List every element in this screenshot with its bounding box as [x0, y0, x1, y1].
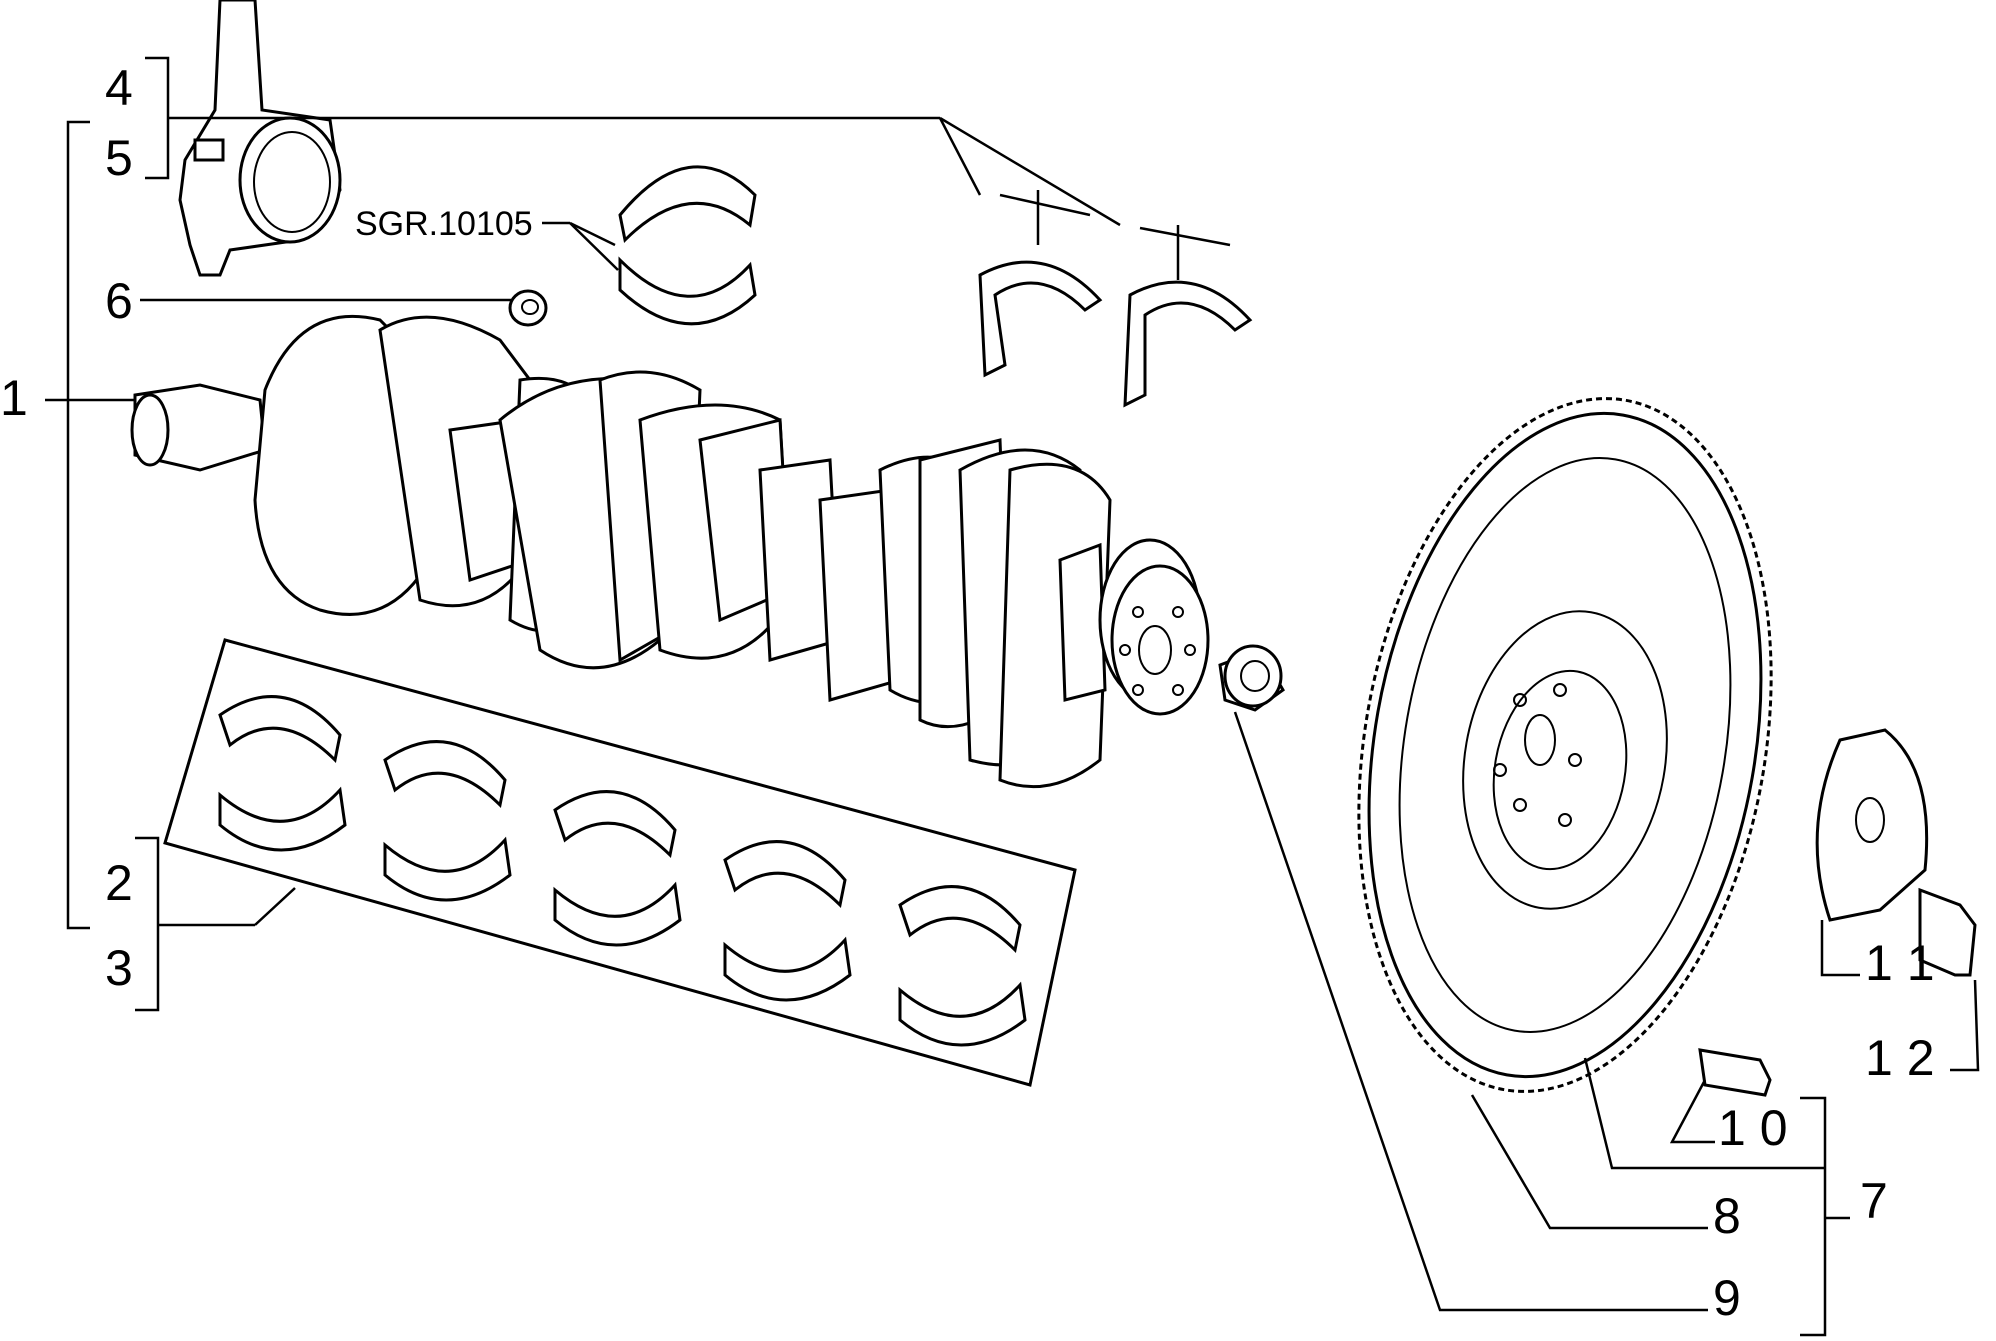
flywheel [1357, 397, 1773, 1093]
spigot-bearing-9 [1218, 644, 1285, 712]
tool-reference: SGR.10105 [355, 205, 533, 243]
flywheel-bolt-12 [1918, 887, 1977, 977]
main-bearing-shells-set [163, 638, 1077, 1087]
pilot-bush-6 [508, 289, 548, 327]
label-11: 1 1 [1865, 935, 1935, 991]
dowel-pin-10 [1698, 1048, 1772, 1097]
leader-lines [45, 56, 1980, 1337]
thrust-washers [978, 190, 1253, 408]
label-5: 5 [105, 130, 133, 186]
conrod-bearing-shells [618, 165, 757, 326]
label-8: 8 [1713, 1188, 1741, 1244]
label-7: 7 [1860, 1173, 1888, 1229]
label-1: 1 [0, 370, 28, 426]
label-4: 4 [105, 60, 133, 116]
connecting-rod [178, 0, 342, 277]
label-3: 3 [105, 940, 133, 996]
label-9: 9 [1713, 1270, 1741, 1326]
label-6: 6 [105, 273, 133, 329]
label-12: 1 2 [1865, 1030, 1935, 1086]
crankshaft [130, 314, 1210, 789]
label-2: 2 [105, 855, 133, 911]
flywheel-plate-11 [1815, 728, 1929, 922]
label-10: 1 0 [1718, 1100, 1788, 1156]
